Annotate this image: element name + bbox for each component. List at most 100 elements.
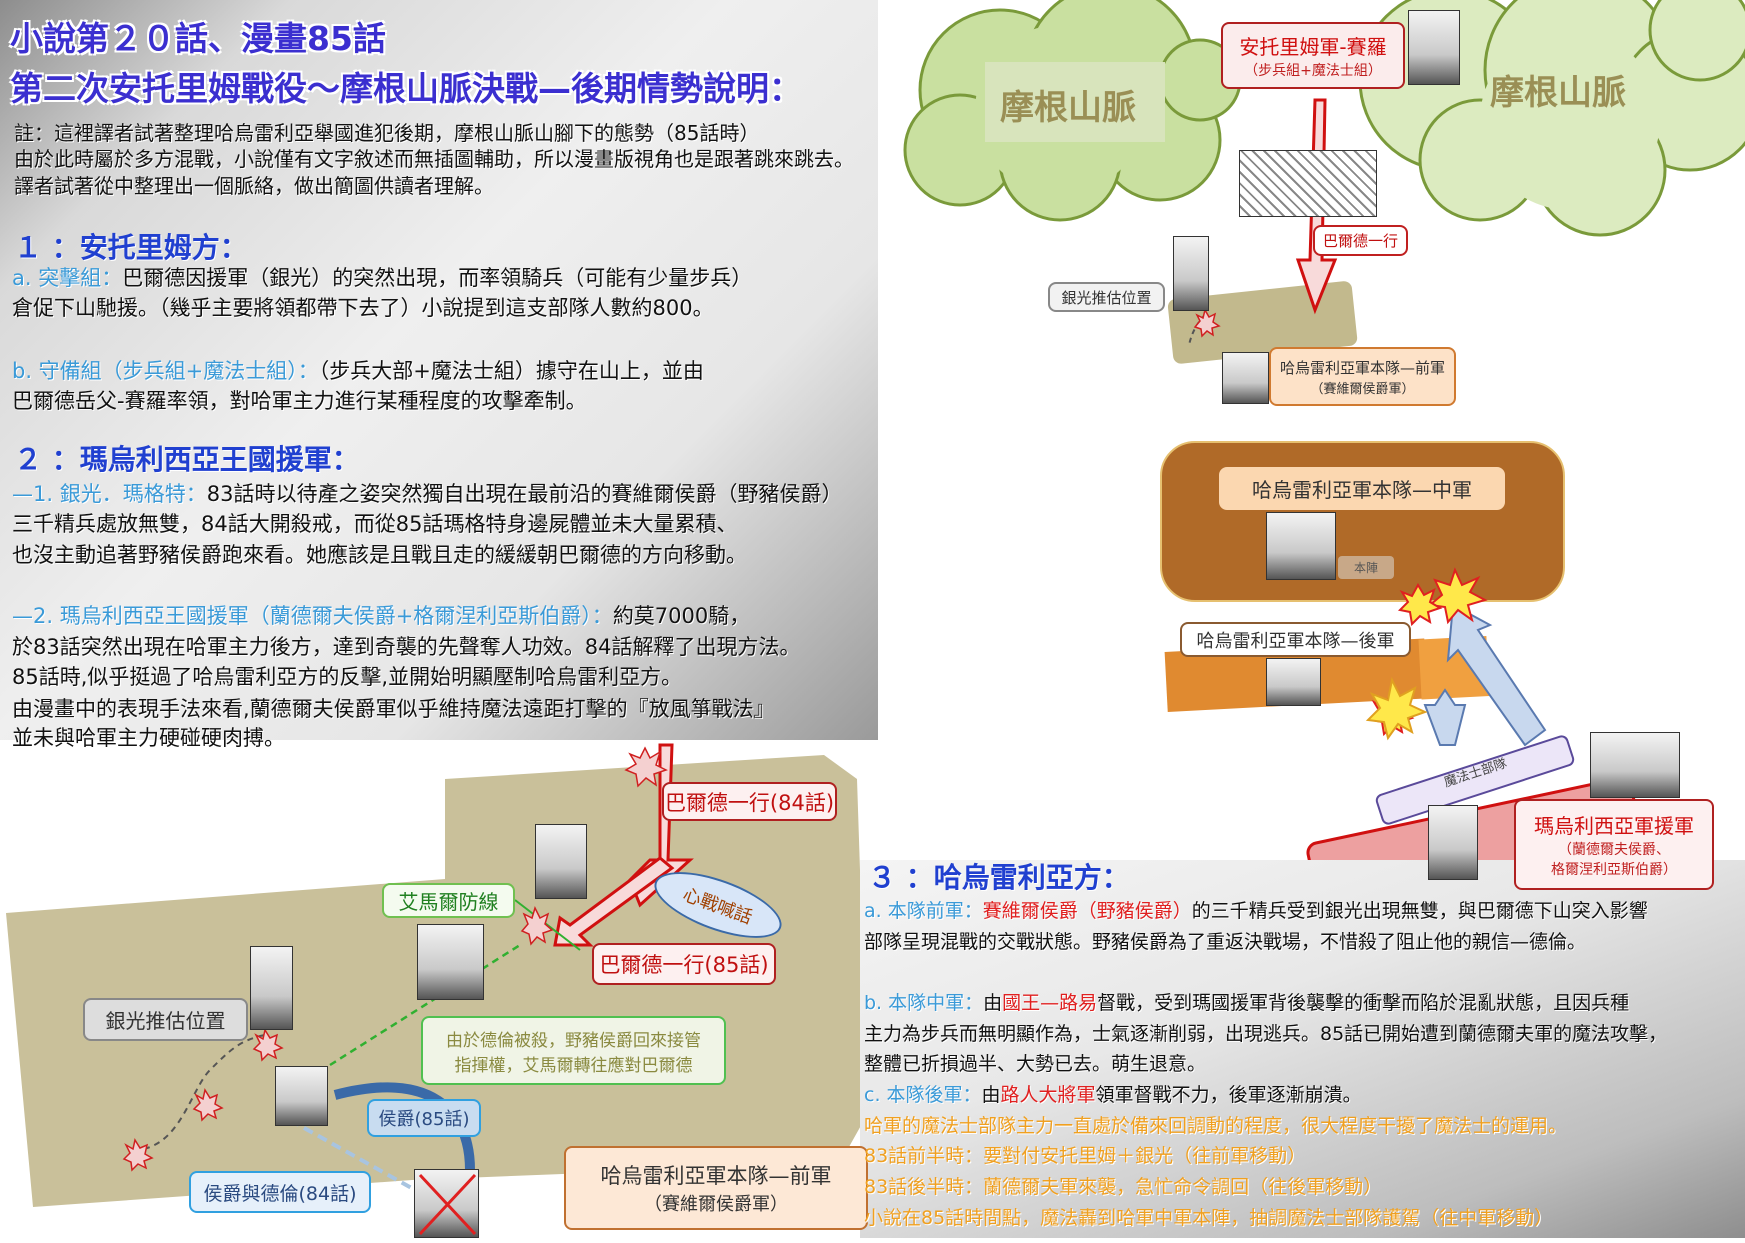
antorim-army-box: 安托里姆軍-賽羅 （步兵組+魔法士組） <box>1221 22 1405 89</box>
section2-p2-line: 85話時,似乎挺過了哈烏雷利亞方的反擊,並開始明顯壓制哈烏雷利亞方。 <box>12 665 683 689</box>
character-portrait <box>1266 658 1321 706</box>
section2-p2-line: 於83話突然出現在哈軍主力後方，達到奇襲的先聲奪人功效。84話解釋了出現方法。 <box>12 635 801 659</box>
text: 領軍督戰不力，後軍逐漸崩潰。 <box>1095 1084 1362 1106</box>
box-title: 安托里姆軍-賽羅 <box>1239 35 1387 59</box>
honjin-label: 本陣 <box>1338 556 1394 579</box>
bald-85-label: 巴爾德一行(85話) <box>592 943 776 985</box>
bald-group-label: 巴爾德一行 <box>1313 225 1408 256</box>
relief-army-box: 瑪烏利西亞軍援軍 （蘭德爾夫侯爵、 格爾涅利亞斯伯爵） <box>1514 799 1714 890</box>
text: 約莫7000騎， <box>612 604 751 628</box>
box-subtitle: 格爾涅利亞斯伯爵） <box>1551 862 1677 878</box>
label: b. 守備組（步兵組+魔法士組）： <box>12 359 319 383</box>
section1-a-cont: 倉促下山馳援。（幾乎主要將領都帶下去了）小說提到這支部隊人數約800。 <box>12 296 714 320</box>
section3-panel <box>860 860 1745 1238</box>
section2-p1-line: 也沒主動追著野豬侯爵跑來看。她應該是且戰且走的緩緩朝巴爾德的方向移動。 <box>12 543 747 567</box>
section2-p2: —2. 瑪烏利西亞王國援軍（蘭德爾夫侯爵+格爾涅利亞斯伯爵）：約莫7000騎， <box>12 600 750 630</box>
text: 的三千精兵受到銀光出現無雙，與巴爾德下山突入影響 <box>1191 900 1648 922</box>
mage-unit-band <box>1375 735 1575 825</box>
marquis-85-label: 侯爵(85話) <box>367 1099 481 1137</box>
section2-p1: —1. 銀光．瑪格特：83話時以待產之姿突然獨自出現在最前沿的賽維爾侯爵（野豬侯… <box>12 478 842 508</box>
section3-b-cont: 整體已折損過半、大勢已去。萌生退意。 <box>864 1053 1207 1075</box>
section3-b-cont: 主力為步兵而無明顯作為，士氣逐漸削弱，出現逃兵。85話已開始遭到蘭德爾夫軍的魔法… <box>864 1023 1668 1045</box>
orange-note: 83話後半時：蘭德爾夫軍來襲，急忙命令調回（往後軍移動） <box>864 1176 1383 1198</box>
section1-b-cont: 巴爾德岳父-賽羅率領，對哈軍主力進行某種程度的攻擊牽制。 <box>12 389 587 413</box>
section1-a: a. 突擊組：巴爾德因援軍（銀光）的突然出現，而率領騎兵（可能有少量步兵） <box>12 262 752 292</box>
text: 83話時以待產之姿突然獨自出現在最前沿的賽維爾侯爵（野豬侯爵） <box>206 482 843 506</box>
label: c. 本隊後軍： <box>864 1084 982 1106</box>
explanation-panel: 小說第２０話、漫畫85話 第二次安托里姆戰役～摩根山脈決戰—後期情勢說明： 註：… <box>0 0 878 750</box>
label: —1. 銀光．瑪格特： <box>12 482 207 506</box>
emar-defense-label: 艾馬爾防線 <box>382 883 515 918</box>
note-line: 註：這裡譯者試著整理哈烏雷利亞舉國進犯後期，摩根山脈山腳下的態勢（85話時） <box>14 121 760 145</box>
section1-heading: １ ：安托里姆方： <box>14 231 248 264</box>
orange-note: 哈軍的魔法士部隊主力一直處於備來回調動的程度，很大程度干擾了魔法士的運用。 <box>864 1115 1568 1137</box>
rear-army-label: 哈烏雷利亞軍本隊—後軍 <box>1180 622 1411 657</box>
box-subtitle: （步兵組+魔法士組） <box>1244 63 1382 79</box>
character-portrait-silver <box>250 946 293 1030</box>
character-portraits <box>1590 732 1680 798</box>
character-portrait <box>535 824 587 899</box>
orange-note: 小說在85話時間點，魔法轟到哈軍中軍本陣，抽調魔法士部隊護駕（往中軍移動） <box>864 1207 1554 1229</box>
marquis-deren-84-label: 侯爵與德倫(84話) <box>189 1171 371 1213</box>
note-line: 指揮權，艾馬爾轉往應對巴爾德 <box>454 1055 693 1076</box>
page-title: 小說第２０話、漫畫85話 <box>10 19 386 58</box>
box-title: 哈烏雷利亞軍本隊—前軍 <box>600 1164 832 1188</box>
box-subtitle: （賽維爾侯爵軍） <box>644 1194 788 1215</box>
bald-84-label: 巴爾德一行(84話) <box>662 782 837 821</box>
section2-heading: ２ ：瑪烏利西亞王國援軍： <box>14 443 360 476</box>
page-subtitle: 第二次安托里姆戰役～摩根山脈決戰—後期情勢說明： <box>10 69 802 108</box>
character-portrait <box>1173 236 1209 311</box>
note-line: 由於德倫被殺，野豬侯爵回來接管 <box>446 1030 701 1051</box>
character-portrait-king <box>1266 512 1336 580</box>
highlight: 國王—路易 <box>1002 992 1098 1014</box>
mountain-label-bg <box>985 62 1165 142</box>
orange-note: 83話前半時：要對付安托里姆＋銀光（往前軍移動） <box>864 1145 1307 1167</box>
center-army-label: 哈烏雷利亞軍本隊—中軍 <box>1219 467 1505 510</box>
clash-icons <box>122 308 1221 1172</box>
box-title: 瑪烏利西亞軍援軍 <box>1534 814 1694 838</box>
character-portrait <box>417 924 484 1000</box>
mage-arrow-rear <box>1423 688 1467 746</box>
emar-defense-line <box>514 899 581 951</box>
character-portrait <box>1408 10 1460 85</box>
label: a. 突擊組： <box>12 266 123 290</box>
highlight: 路人大將軍 <box>1000 1084 1096 1106</box>
section3-heading: ３ ：哈烏雷利亞方： <box>868 861 1130 894</box>
text: 督戰，受到瑪國援軍背後襲擊的衝擊而陷於混亂狀態，且因兵種 <box>1097 992 1630 1014</box>
text: 巴爾德因援軍（銀光）的突然出現，而率領騎兵（可能有少量步兵） <box>122 266 753 290</box>
section2-p2-line: 並未與哈軍主力硬碰硬肉搏。 <box>12 726 285 750</box>
label: a. 本隊前軍： <box>864 900 983 922</box>
character-portrait <box>1428 805 1478 880</box>
command-note-box: 由於德倫被殺，野豬侯爵回來接管 指揮權，艾馬爾轉往應對巴爾德 <box>421 1016 726 1085</box>
section1-b: b. 守備組（步兵組+魔法士組）：（步兵大部+魔法士組）據守在山上，並由 <box>12 355 704 385</box>
cloud-right-fill <box>1480 30 1660 210</box>
label: —2. 瑪烏利西亞王國援軍（蘭德爾夫侯爵+格爾涅利亞斯伯爵）： <box>12 604 613 628</box>
box-subtitle: （蘭德爾夫侯爵、 <box>1558 842 1670 858</box>
text: 由 <box>983 992 1003 1014</box>
label: b. 本隊中軍： <box>864 992 984 1014</box>
box-subtitle: （賽維爾侯爵軍） <box>1310 381 1415 397</box>
cavalry-image <box>1239 150 1377 217</box>
section3-b: b. 本隊中軍：由國王—路易督戰，受到瑪國援軍背後襲擊的衝擊而陷於混亂狀態，且因… <box>864 988 1629 1015</box>
section3-a: a. 本隊前軍：賽維爾侯爵（野豬侯爵）的三千精兵受到銀光出現無雙，與巴爾德下山突… <box>864 896 1648 923</box>
character-portrait-marquis <box>275 1066 328 1126</box>
marquis-deren-link <box>289 1118 416 1192</box>
note-line: 譯者試著從中整理出一個脈絡，做出簡圖供讀者理解。 <box>14 174 494 198</box>
section2-p1-line: 三千精兵處放無雙，84話大開殺戒，而從85話瑪格特身邊屍體並未大量累積、 <box>12 512 738 536</box>
highlight: 賽維爾侯爵（野豬侯爵） <box>982 900 1192 922</box>
character-portrait <box>1222 352 1269 404</box>
section3-a-cont: 部隊呈現混戰的交戰狀態。野豬侯爵為了重返決戰場，不惜殺了阻止他的親信—德倫。 <box>864 931 1587 953</box>
text: （步兵大部+魔法士組）據守在山上，並由 <box>318 359 704 383</box>
section2-p2-line: 由漫畫中的表現手法來看,蘭德爾夫侯爵軍似乎維持魔法遠距打擊的『放風箏戰法』 <box>12 697 775 721</box>
mountain-label-right: 摩根山脈 <box>1490 73 1626 113</box>
cross-icon <box>418 1173 477 1236</box>
front-army-box: 哈烏雷利亞軍本隊—前軍 （賽維爾侯爵軍） <box>1269 347 1456 406</box>
explosion-icon <box>1365 676 1428 741</box>
mountain-label-left: 摩根山脈 <box>1000 88 1136 128</box>
note-line: 由於此時屬於多方混戰，小說僅有文字敘述而無插圖輔助，所以漫畫版視角也是跟著跳來跳… <box>14 147 854 171</box>
silver-path <box>132 1034 266 1151</box>
front-area <box>1167 281 1358 364</box>
front-army-box: 哈烏雷利亞軍本隊—前軍 （賽維爾侯爵軍） <box>564 1146 868 1230</box>
character-portrait-deren-crossed <box>414 1169 479 1238</box>
box-title: 哈烏雷利亞軍本隊—前軍 <box>1279 358 1445 377</box>
